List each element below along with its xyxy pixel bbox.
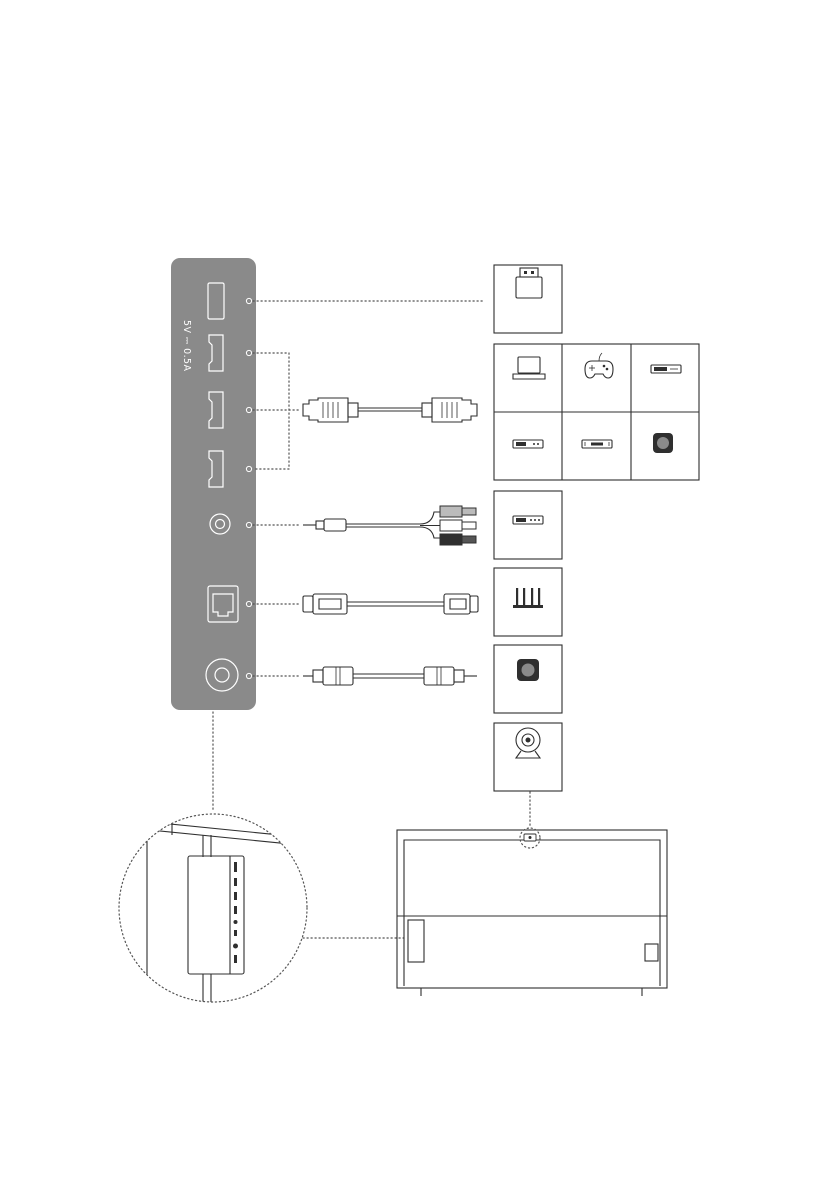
usb-drive: [494, 265, 562, 333]
tv-rear-view: [397, 828, 667, 996]
speaker-icon: [653, 433, 673, 453]
voltage-label: 5V ⎓ 0.5A: [181, 320, 192, 371]
av-cable: [303, 506, 476, 545]
speaker-icon: [517, 659, 539, 681]
hdmi-devices-grid: [494, 344, 699, 480]
amplifier: [494, 645, 562, 713]
av-device: [494, 491, 562, 559]
zoom-detail-circle: [110, 814, 330, 1005]
hdmi-cable: [303, 398, 477, 422]
ethernet-cable: [303, 594, 478, 614]
connection-lines: [213, 301, 530, 938]
webcam: [494, 723, 562, 791]
coaxial-cable: [303, 667, 477, 685]
router: [494, 568, 562, 636]
rear-panel: 5V ⎓ 0.5A: [171, 258, 256, 710]
